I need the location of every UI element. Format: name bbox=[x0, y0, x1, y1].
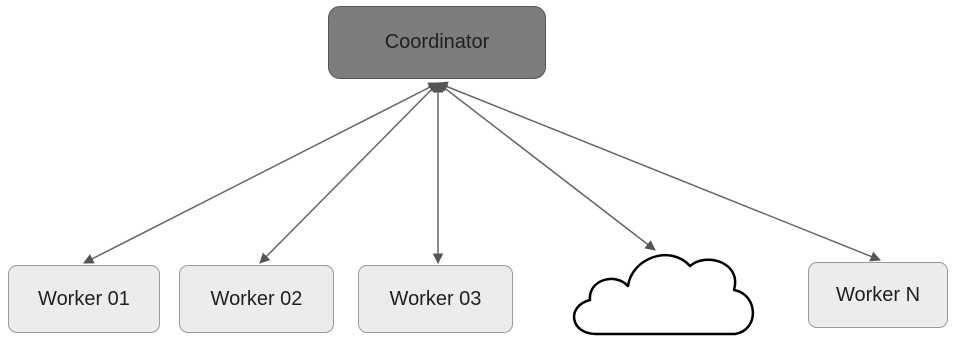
cloud-icon bbox=[572, 254, 755, 336]
edge-coordinator-worker-n bbox=[437, 81, 881, 262]
edge-coordinator-worker-02 bbox=[259, 82, 439, 264]
worker-label: Worker 01 bbox=[38, 287, 130, 310]
worker-label: Worker N bbox=[835, 283, 921, 306]
worker-label: Worker 02 bbox=[210, 287, 303, 310]
edge-coordinator-worker-01 bbox=[83, 82, 439, 264]
worker-node-03: Worker 03 bbox=[358, 265, 513, 333]
worker-node-01: Worker 01 bbox=[8, 265, 160, 333]
edge-coordinator-cloud bbox=[437, 82, 656, 251]
coordinator-node: Coordinator bbox=[328, 6, 546, 79]
worker-node-n: Worker N bbox=[808, 262, 948, 328]
worker-label: Worker 03 bbox=[389, 287, 482, 310]
coordinator-label: Coordinator bbox=[384, 31, 490, 53]
worker-node-02: Worker 02 bbox=[179, 265, 334, 333]
